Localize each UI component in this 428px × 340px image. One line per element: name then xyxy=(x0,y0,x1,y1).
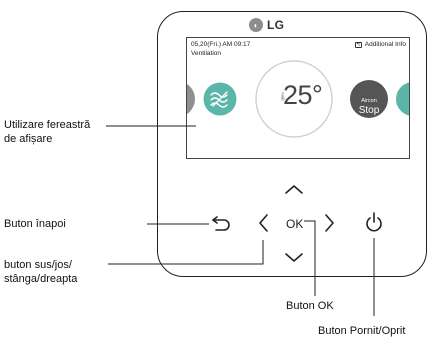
aircon-label: Aircon xyxy=(361,98,377,104)
back-button-callout: Buton înapoi xyxy=(4,218,66,230)
left-button[interactable] xyxy=(259,214,268,232)
brand-logo: ◐ LG xyxy=(249,16,284,34)
direction-callout-line2: stânga/dreapta xyxy=(4,273,78,285)
aircon-stop-label: Aircon Stop xyxy=(349,98,389,116)
power-button[interactable] xyxy=(366,212,382,232)
direction-callout-line1: buton sus/jos/ xyxy=(4,259,72,271)
aircon-stop-circle[interactable] xyxy=(350,80,388,118)
up-button[interactable] xyxy=(285,185,303,194)
display-window[interactable]: 05,20(Fri.) AM 09:17 Ventilation ↰ Addit… xyxy=(186,37,410,159)
leader-lines xyxy=(106,125,375,316)
thermometer-icon: 🌡 xyxy=(278,92,289,101)
mode-text: Ventilation xyxy=(191,50,221,57)
left-mode-circle[interactable] xyxy=(187,81,195,117)
lg-logo-icon: ◐ xyxy=(249,18,263,32)
back-button[interactable] xyxy=(212,216,230,231)
ok-button[interactable]: OK xyxy=(286,217,304,231)
power-button-callout: Buton Pornit/Oprit xyxy=(318,325,406,337)
display-window-callout-line2: de afișare xyxy=(4,133,53,145)
right-button[interactable] xyxy=(325,214,334,232)
additional-info-button[interactable]: ↰ Additional Info xyxy=(354,41,406,48)
brand-name: LG xyxy=(267,18,285,32)
display-window-callout-line1: Utilizare fereastră xyxy=(4,119,91,131)
stop-label: Stop xyxy=(358,105,380,116)
back-small-icon: ↰ xyxy=(354,41,362,48)
temperature-value: 25° xyxy=(283,80,323,110)
datetime-text: 05,20(Fri.) AM 09:17 xyxy=(191,41,251,48)
ventilation-icon xyxy=(210,91,228,108)
additional-info-label: Additional Info xyxy=(364,41,406,48)
right-mode-circle[interactable] xyxy=(396,82,410,116)
direction-button-callout: buton sus/jos/ stânga/dreapta xyxy=(4,258,77,286)
down-button[interactable] xyxy=(285,253,303,262)
temperature-ring[interactable] xyxy=(255,60,333,138)
display-window-callout: Utilizare fereastră de afișare xyxy=(4,118,90,146)
ok-button-callout: Buton OK xyxy=(286,300,334,312)
